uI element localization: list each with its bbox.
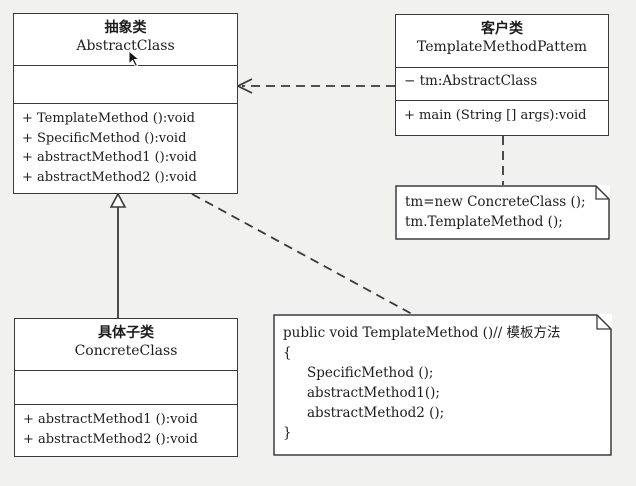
dependency-arrowhead (235, 78, 253, 94)
note-outline (395, 185, 610, 240)
note-outline (273, 314, 612, 456)
concrete-class-name: ConcreteClass (74, 343, 178, 359)
abstract-class-header: 抽象类 AbstractClass (14, 14, 237, 66)
client-class-attributes: − tm:AbstractClass (396, 68, 608, 101)
note-code-line: abstractMethod1(); (307, 385, 440, 401)
attribute-tm: − tm:AbstractClass (404, 73, 538, 89)
abstract-class-box[interactable]: 抽象类 AbstractClass + TemplateMethod ():vo… (13, 13, 238, 194)
concrete-class-header: 具体子类 ConcreteClass (15, 319, 237, 371)
concrete-class-box[interactable]: 具体子类 ConcreteClass + abstractMethod1 ():… (14, 318, 238, 457)
mouse-cursor-icon (128, 50, 141, 68)
client-class-header: 客户类 TemplateMethodPattem (396, 15, 608, 68)
abstract-class-stereotype: 抽象类 (104, 20, 147, 36)
client-class-name: TemplateMethodPattem (416, 39, 588, 55)
operation-abstract-method1: + abstractMethod1 ():void (23, 412, 198, 427)
generalization-arrowhead (109, 192, 127, 208)
concrete-class-operations: + abstractMethod1 ():void + abstractMeth… (15, 405, 237, 454)
operation-main: + main (String [] args):void (404, 108, 587, 123)
operation-specific-method: + SpecificMethod ():void (22, 130, 187, 146)
concrete-class-attributes (15, 371, 237, 405)
operation-abstract-method1: + abstractMethod1 ():void (22, 150, 197, 165)
abstract-class-attributes (14, 66, 237, 104)
client-class-stereotype: 客户类 (481, 21, 523, 37)
template-note-link (191, 193, 413, 315)
abstract-class-name: AbstractClass (76, 38, 175, 54)
template-method-note[interactable]: public void TemplateMethod ()// 模板方法 { S… (273, 314, 612, 456)
note-open-brace: { (283, 345, 292, 361)
abstract-class-operations: + TemplateMethod ():void + SpecificMetho… (14, 104, 237, 192)
note-close-brace: } (283, 425, 292, 441)
concrete-class-stereotype: 具体子类 (98, 325, 154, 341)
note-code-line: SpecificMethod (); (307, 365, 434, 381)
operation-abstract-method2: + abstractMethod2 ():void (22, 169, 197, 185)
client-note[interactable]: tm=new ConcreteClass (); tm.TemplateMeth… (395, 185, 610, 240)
operation-template-method: + TemplateMethod ():void (22, 111, 195, 126)
note-code-header: public void TemplateMethod ()// 模板方法 (283, 325, 561, 341)
note-line: tm.TemplateMethod (); (405, 214, 563, 230)
note-line: tm=new ConcreteClass (); (405, 194, 586, 210)
operation-abstract-method2: + abstractMethod2 ():void (23, 431, 198, 447)
client-class-box[interactable]: 客户类 TemplateMethodPattem − tm:AbstractCl… (395, 14, 609, 136)
client-class-operations: + main (String [] args):void (396, 101, 608, 131)
note-code-line: abstractMethod2 (); (307, 405, 445, 421)
